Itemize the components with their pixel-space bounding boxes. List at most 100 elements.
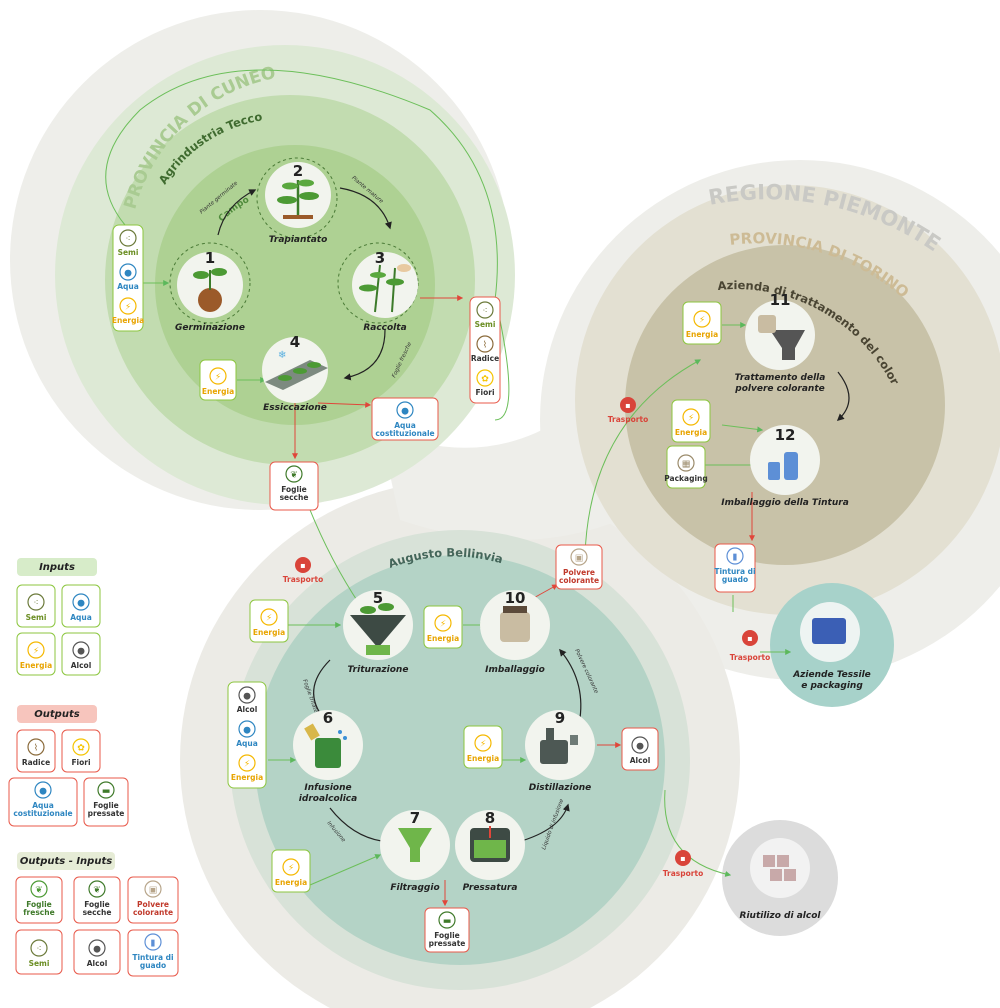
trasporto-badge-1: ▪Trasporto [283, 557, 323, 584]
campo-cycle-dashes [169, 157, 419, 324]
trattamento-energia-input: ⚡ Energia [682, 301, 722, 345]
alcol-label: Alcol [71, 661, 92, 670]
truck-icon: ▪ [680, 854, 685, 863]
alcol-icon: ● [77, 647, 85, 657]
step-11-trattamento: 11 Trattamento della polvere colorante [734, 291, 825, 394]
legend-fiori: ✿ Fiori [61, 729, 101, 773]
svg-text:4: 4 [290, 333, 300, 351]
radice-icon: ⌇ [34, 743, 38, 754]
riutilizo-alcol-destination: Riutilizo di alcol [740, 838, 821, 921]
polvere-label: colorante [559, 576, 599, 585]
fogliepressate-label: pressate [88, 809, 125, 818]
packaging-icon: ▦ [682, 460, 691, 470]
svg-text:8: 8 [485, 809, 495, 827]
semi-icon: ⁖ [36, 945, 41, 955]
tintura-icon: ▮ [151, 939, 156, 949]
fogliepressate-label: pressate [429, 939, 466, 948]
tintura-icon: ▮ [733, 553, 738, 563]
alcol-icon: ● [636, 742, 644, 752]
svg-text:Trattamento della: Trattamento della [735, 373, 826, 383]
polvere-label: colorante [133, 908, 173, 917]
fogliepressate-icon: ▬ [443, 917, 452, 927]
augusto-bellinvia-area [230, 530, 690, 990]
legend-outputs-header: Outputs [17, 705, 97, 723]
packaging-label: Packaging [664, 474, 708, 483]
alcol-icon: ● [93, 945, 101, 955]
alcol-output: ● Alcol [621, 727, 659, 771]
alcol-icon: ● [243, 692, 251, 702]
energia-icon: ⚡ [288, 864, 294, 874]
alcol-label: Alcol [237, 705, 258, 714]
energia-label: Energia [20, 661, 52, 670]
step-8-pressatura: 8 Pressatura [455, 809, 525, 893]
distillazione-energia-input: ⚡Energia [463, 725, 503, 769]
fiori-icon: ✿ [481, 375, 489, 385]
essiccazione-energia-input: ⚡Energia [199, 359, 237, 401]
alcol-label: Alcol [630, 756, 651, 765]
svg-text:Pressatura: Pressatura [463, 883, 518, 893]
step-12-imballaggio-tintura: 12 Imballaggio della Tintura [721, 425, 849, 508]
snowflake-icon: ❄ [278, 350, 286, 361]
tintura-label: Tintura di [132, 953, 173, 962]
input-arrows [105, 69, 792, 886]
aquacost-label: costituzionale [13, 809, 72, 818]
svg-text:Trasporto: Trasporto [608, 415, 648, 424]
radice-label: Radice [471, 354, 499, 363]
aqua-label: Aqua [117, 282, 139, 291]
energia-label: Energia [112, 316, 144, 325]
energia-icon: ⚡ [699, 316, 705, 326]
aquacost-icon: ● [401, 407, 409, 417]
infusione-inputs-stack: ●Alcol●Aqua⚡Energia [227, 681, 267, 789]
legend-radice: ⌇ Radice [16, 729, 56, 773]
legend-outputs-inputs-header: Outputs - Inputs [17, 852, 115, 870]
tintura-label: guado [722, 575, 748, 584]
fogliesecche-icon: ❦ [93, 886, 101, 896]
svg-text:Germinazione: Germinazione [175, 323, 245, 333]
svg-text:Trasporto: Trasporto [663, 869, 703, 878]
fogliesecche-icon: ❦ [290, 471, 298, 481]
svg-text:Trapiantato: Trapiantato [269, 235, 328, 245]
alcol-label: Alcol [87, 959, 108, 968]
legend-semi-io: ⁖Semi [15, 929, 63, 975]
energia-icon: ⚡ [244, 760, 250, 770]
polvere-label: Polvere [563, 568, 595, 577]
energia-label: Energia [675, 428, 707, 437]
semi-label: Semi [26, 613, 47, 622]
svg-text:Distillazione: Distillazione [529, 783, 592, 793]
legend-aqua: ●Aqua [61, 584, 101, 628]
radice-label: Radice [22, 758, 50, 767]
resource-boxes: ⁖Semi●Aqua⚡Energia⁖Semi⌇Radice✿Fiori⚡Ene… [8, 224, 756, 977]
filtraggio-energia-input: ⚡ Energia [271, 849, 311, 893]
fiori-label: Fiori [71, 758, 90, 767]
radice-icon: ⌇ [483, 340, 487, 351]
polvere-icon: ▣ [149, 886, 158, 896]
legend-energia: ⚡Energia [16, 632, 56, 676]
fiori-icon: ✿ [77, 744, 85, 754]
legend-inputs-header: Inputs [17, 558, 97, 576]
energia-label: Energia [202, 387, 234, 396]
step-10-imballaggio: 10 Imballaggio [480, 589, 550, 675]
energia-icon: ⚡ [266, 614, 272, 624]
step-5-triturazione: 5 Triturazione [343, 589, 413, 675]
fogliesecche-label: Foglie [84, 900, 110, 909]
legend-alcol-io: ● Alcol [73, 929, 121, 975]
semi-icon: ⁖ [33, 599, 38, 609]
svg-text:Raccolta: Raccolta [363, 323, 406, 333]
truck-icon: ▪ [300, 561, 305, 570]
energia-label: Energia [686, 330, 718, 339]
aqua-icon: ● [77, 599, 85, 609]
trasporto-badge-4: ▪ Trasporto [663, 850, 703, 878]
energia-label: Energia [275, 878, 307, 887]
legend-semi: ⁖ Semi [16, 584, 56, 628]
truck-icon: ▪ [747, 634, 752, 643]
aqua-icon: ● [124, 269, 132, 279]
fogliefresche-label: Foglie [26, 900, 52, 909]
svg-text:2: 2 [293, 162, 303, 180]
imballaggio-tintura-energia-input: ⚡Energia [671, 399, 711, 443]
